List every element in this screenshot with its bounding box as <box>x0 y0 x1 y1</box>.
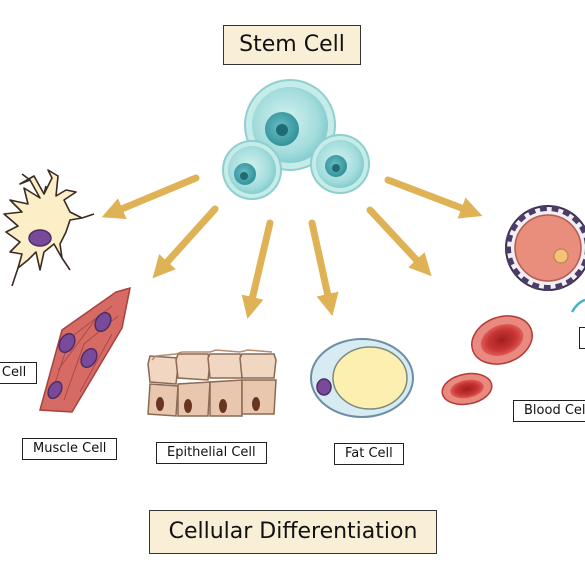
stem-cell-title: Stem Cell <box>223 25 361 65</box>
diagram-title: Cellular Differentiation <box>149 510 437 554</box>
right-edge-cell-illustration <box>505 205 585 313</box>
arrow-to-nerve <box>101 174 200 220</box>
fat-cell-label: Fat Cell <box>334 443 404 465</box>
nerve-cell-illustration <box>3 169 95 287</box>
partial-cell-label <box>579 327 585 349</box>
arrow-to-fat <box>308 219 339 316</box>
arrow-to-right-cell <box>384 176 483 219</box>
arrows <box>101 174 483 319</box>
blood-cell-illustration <box>441 315 533 406</box>
arrow-to-muscle <box>152 205 219 279</box>
nerve-cell-label: Nerve Cell <box>0 362 38 384</box>
fat-cell-illustration <box>310 338 414 418</box>
arrow-to-epithelial <box>241 219 274 319</box>
muscle-cell-illustration <box>39 286 131 413</box>
muscle-cell-label: Muscle Cell <box>22 438 118 460</box>
epithelial-cell-label: Epithelial Cell <box>156 442 267 464</box>
arrow-to-blood <box>366 206 432 277</box>
epithelial-cell-illustration <box>147 349 277 417</box>
blood-cell-label: Blood Cell <box>513 400 585 422</box>
stem-cell-illustration <box>222 79 370 200</box>
